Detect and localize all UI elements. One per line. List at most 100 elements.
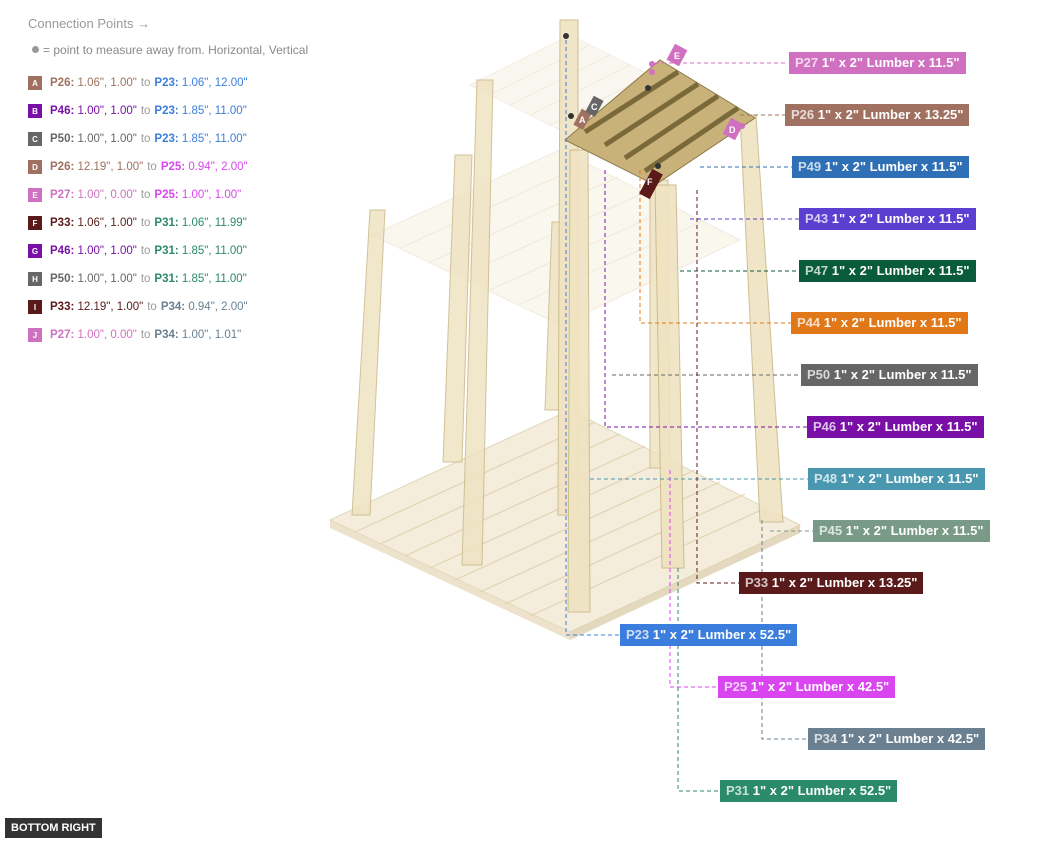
- part-desc: 1" x 2" Lumber x 52.5": [752, 783, 892, 798]
- part-desc: 1" x 2" Lumber x 13.25": [771, 575, 918, 590]
- from-values: 1.06", 1.00": [77, 77, 137, 89]
- part-id: P49: [798, 159, 822, 174]
- part-desc: 1" x 2" Lumber x 11.5": [831, 211, 970, 226]
- to-part: P34:: [154, 329, 179, 341]
- part-label-p48[interactable]: P48 1" x 2" Lumber x 11.5": [808, 468, 985, 490]
- from-values: 12.19", 1.00": [77, 161, 144, 173]
- from-values: 1.00", 1.00": [77, 133, 137, 145]
- to-word: to: [147, 301, 157, 313]
- legend-badge: C: [28, 132, 42, 146]
- svg-text:E: E: [674, 51, 680, 61]
- measure-point: [649, 61, 655, 67]
- part-label-p44[interactable]: P44 1" x 2" Lumber x 11.5": [791, 312, 968, 334]
- legend-badge: J: [28, 328, 42, 342]
- marker-a: A: [573, 108, 592, 130]
- to-values: 1.85", 11.00": [181, 133, 247, 145]
- part-desc: 1" x 2" Lumber x 11.5": [824, 159, 963, 174]
- from-part: P27:: [50, 329, 75, 341]
- part-desc: 1" x 2" Lumber x 11.5": [833, 367, 972, 382]
- part-desc: 1" x 2" Lumber x 11.5": [845, 523, 984, 538]
- view-toggle-button[interactable]: BOTTOM RIGHT: [5, 818, 102, 838]
- posts: [351, 19, 784, 613]
- part-desc: 1" x 2" Lumber x 42.5": [750, 679, 890, 694]
- part-label-p46[interactable]: P46 1" x 2" Lumber x 11.5": [807, 416, 984, 438]
- to-part: P25:: [160, 161, 186, 173]
- legend-title: Connection Points →: [28, 16, 151, 31]
- part-label-p26[interactable]: P26 1" x 2" Lumber x 13.25": [785, 104, 970, 126]
- from-part: P33:: [50, 217, 75, 229]
- to-values: 1.85", 11.00": [181, 105, 247, 117]
- part-desc: 1" x 2" Lumber x 11.5": [839, 419, 978, 434]
- part-label-p31[interactable]: P31 1" x 2" Lumber x 52.5": [720, 780, 898, 802]
- marker-f: F: [639, 168, 663, 200]
- part-label-p33[interactable]: P33 1" x 2" Lumber x 13.25": [739, 572, 924, 594]
- to-values: 0.94", 2.00": [188, 301, 248, 313]
- to-values: 0.94", 2.00": [188, 161, 248, 173]
- part-id: P33: [745, 575, 769, 590]
- from-values: 1.00", 1.00": [77, 105, 137, 117]
- svg-text:A: A: [579, 115, 586, 125]
- part-id: P50: [807, 367, 831, 382]
- bottom-platform: [328, 409, 802, 640]
- part-id: P45: [819, 523, 843, 538]
- to-part: P31:: [154, 245, 179, 257]
- legend-badge: I: [28, 300, 42, 314]
- part-id: P46: [813, 419, 837, 434]
- marker-c: C: [585, 95, 604, 117]
- from-part: P46:: [50, 245, 75, 257]
- part-label-p47[interactable]: P47 1" x 2" Lumber x 11.5": [799, 260, 976, 282]
- measure-point: [563, 33, 569, 39]
- part-label-p45[interactable]: P45 1" x 2" Lumber x 11.5": [813, 520, 990, 542]
- from-part: P46:: [50, 105, 75, 117]
- to-part: P23:: [154, 133, 179, 145]
- from-values: 1.00", 0.00": [77, 329, 137, 341]
- part-label-p34[interactable]: P34 1" x 2" Lumber x 42.5": [808, 728, 986, 750]
- svg-text:C: C: [591, 102, 598, 112]
- part-label-p43[interactable]: P43 1" x 2" Lumber x 11.5": [799, 208, 976, 230]
- legend-badge: A: [28, 76, 42, 90]
- part-id: P48: [814, 471, 838, 486]
- to-values: 1.85", 11.00": [181, 273, 247, 285]
- part-desc: 1" x 2" Lumber x 11.5": [821, 55, 960, 70]
- to-part: P23:: [154, 105, 179, 117]
- to-word: to: [140, 273, 151, 285]
- part-label-p23[interactable]: P23 1" x 2" Lumber x 52.5": [620, 624, 798, 646]
- measure-point: [655, 163, 661, 169]
- to-part: P31:: [154, 273, 179, 285]
- marker-e: E: [666, 43, 688, 67]
- part-id: P34: [814, 731, 838, 746]
- part-label-p25[interactable]: P25 1" x 2" Lumber x 42.5": [718, 676, 896, 698]
- to-word: to: [140, 133, 151, 145]
- part-desc: 1" x 2" Lumber x 13.25": [817, 107, 964, 122]
- from-part: P50:: [50, 133, 75, 145]
- legend-badge: E: [28, 188, 42, 202]
- to-values: 1.00", 1.00": [181, 189, 242, 201]
- to-values: 1.06", 11.99": [181, 217, 247, 229]
- to-values: 1.06", 12.00": [181, 77, 248, 89]
- part-label-p27[interactable]: P27 1" x 2" Lumber x 11.5": [789, 52, 966, 74]
- top-frame: [564, 59, 756, 186]
- to-word: to: [140, 105, 151, 117]
- part-id: P47: [805, 263, 829, 278]
- part-id: P43: [805, 211, 829, 226]
- from-part: P26:: [50, 161, 75, 173]
- part-id: P23: [626, 627, 650, 642]
- svg-text:D: D: [729, 125, 736, 135]
- to-part: P31:: [154, 217, 179, 229]
- part-label-p50[interactable]: P50 1" x 2" Lumber x 11.5": [801, 364, 978, 386]
- from-part: P26:: [50, 77, 75, 89]
- part-id: P31: [726, 783, 750, 798]
- part-label-p49[interactable]: P49 1" x 2" Lumber x 11.5": [792, 156, 969, 178]
- measure-point: [649, 69, 655, 75]
